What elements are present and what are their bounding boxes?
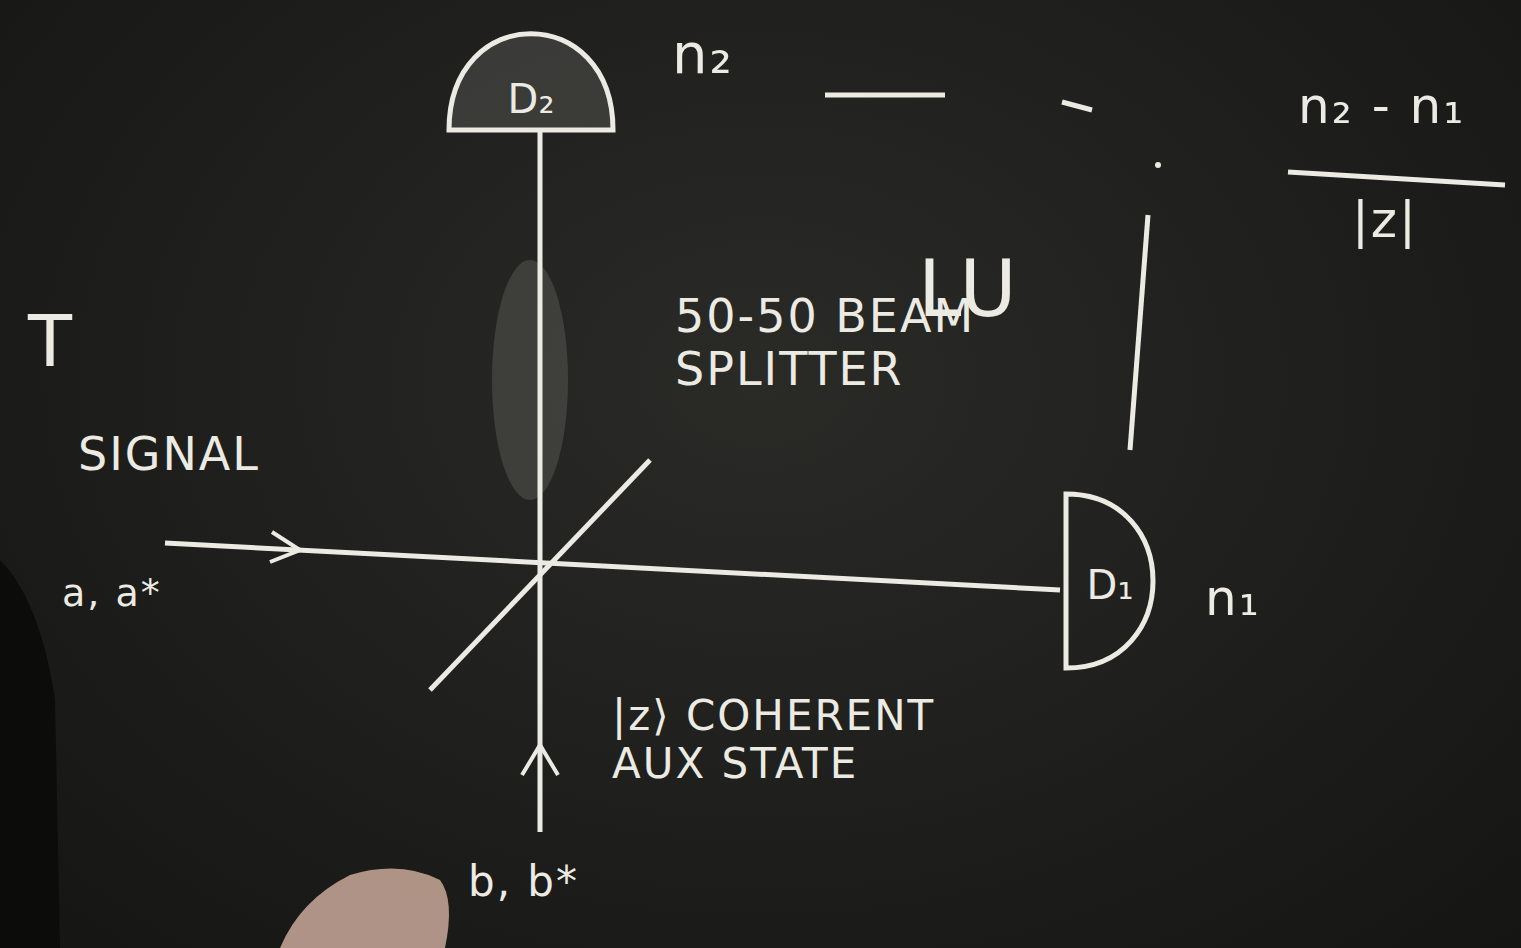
dashed-line [1062,102,1092,110]
chalk-label: n₁ [1205,570,1295,628]
chalk-label: LU [918,245,1038,335]
dashed-line [825,93,945,98]
chalk-smudge [492,260,568,500]
fraction-bar [1288,172,1505,185]
dashed-dot [1155,162,1161,168]
beam-splitter [430,460,650,690]
chalk-label: n₂ - n₁ [1298,78,1513,136]
detector-label: D₁ [1062,562,1158,608]
aux-arrow [522,745,558,775]
sleeve [0,560,60,948]
chalk-label: a, a* [62,572,202,616]
chalk-label: |z⟩ COHERENT AUX STATE [612,692,1012,789]
detector: D₁ [1062,490,1158,672]
chalk-label: b, b* [468,858,638,906]
chalk-label: n₂ [672,22,792,86]
detector: D₂ [445,28,617,134]
hand [280,869,449,948]
aux-beam [538,132,543,832]
detector-label: D₂ [445,76,617,122]
chalk-label: SIGNAL [78,428,338,481]
dashed-line [1130,215,1148,450]
chalk-label: |z| [1352,192,1472,250]
signal-arrow [270,532,300,562]
chalk-label: T [28,300,108,383]
